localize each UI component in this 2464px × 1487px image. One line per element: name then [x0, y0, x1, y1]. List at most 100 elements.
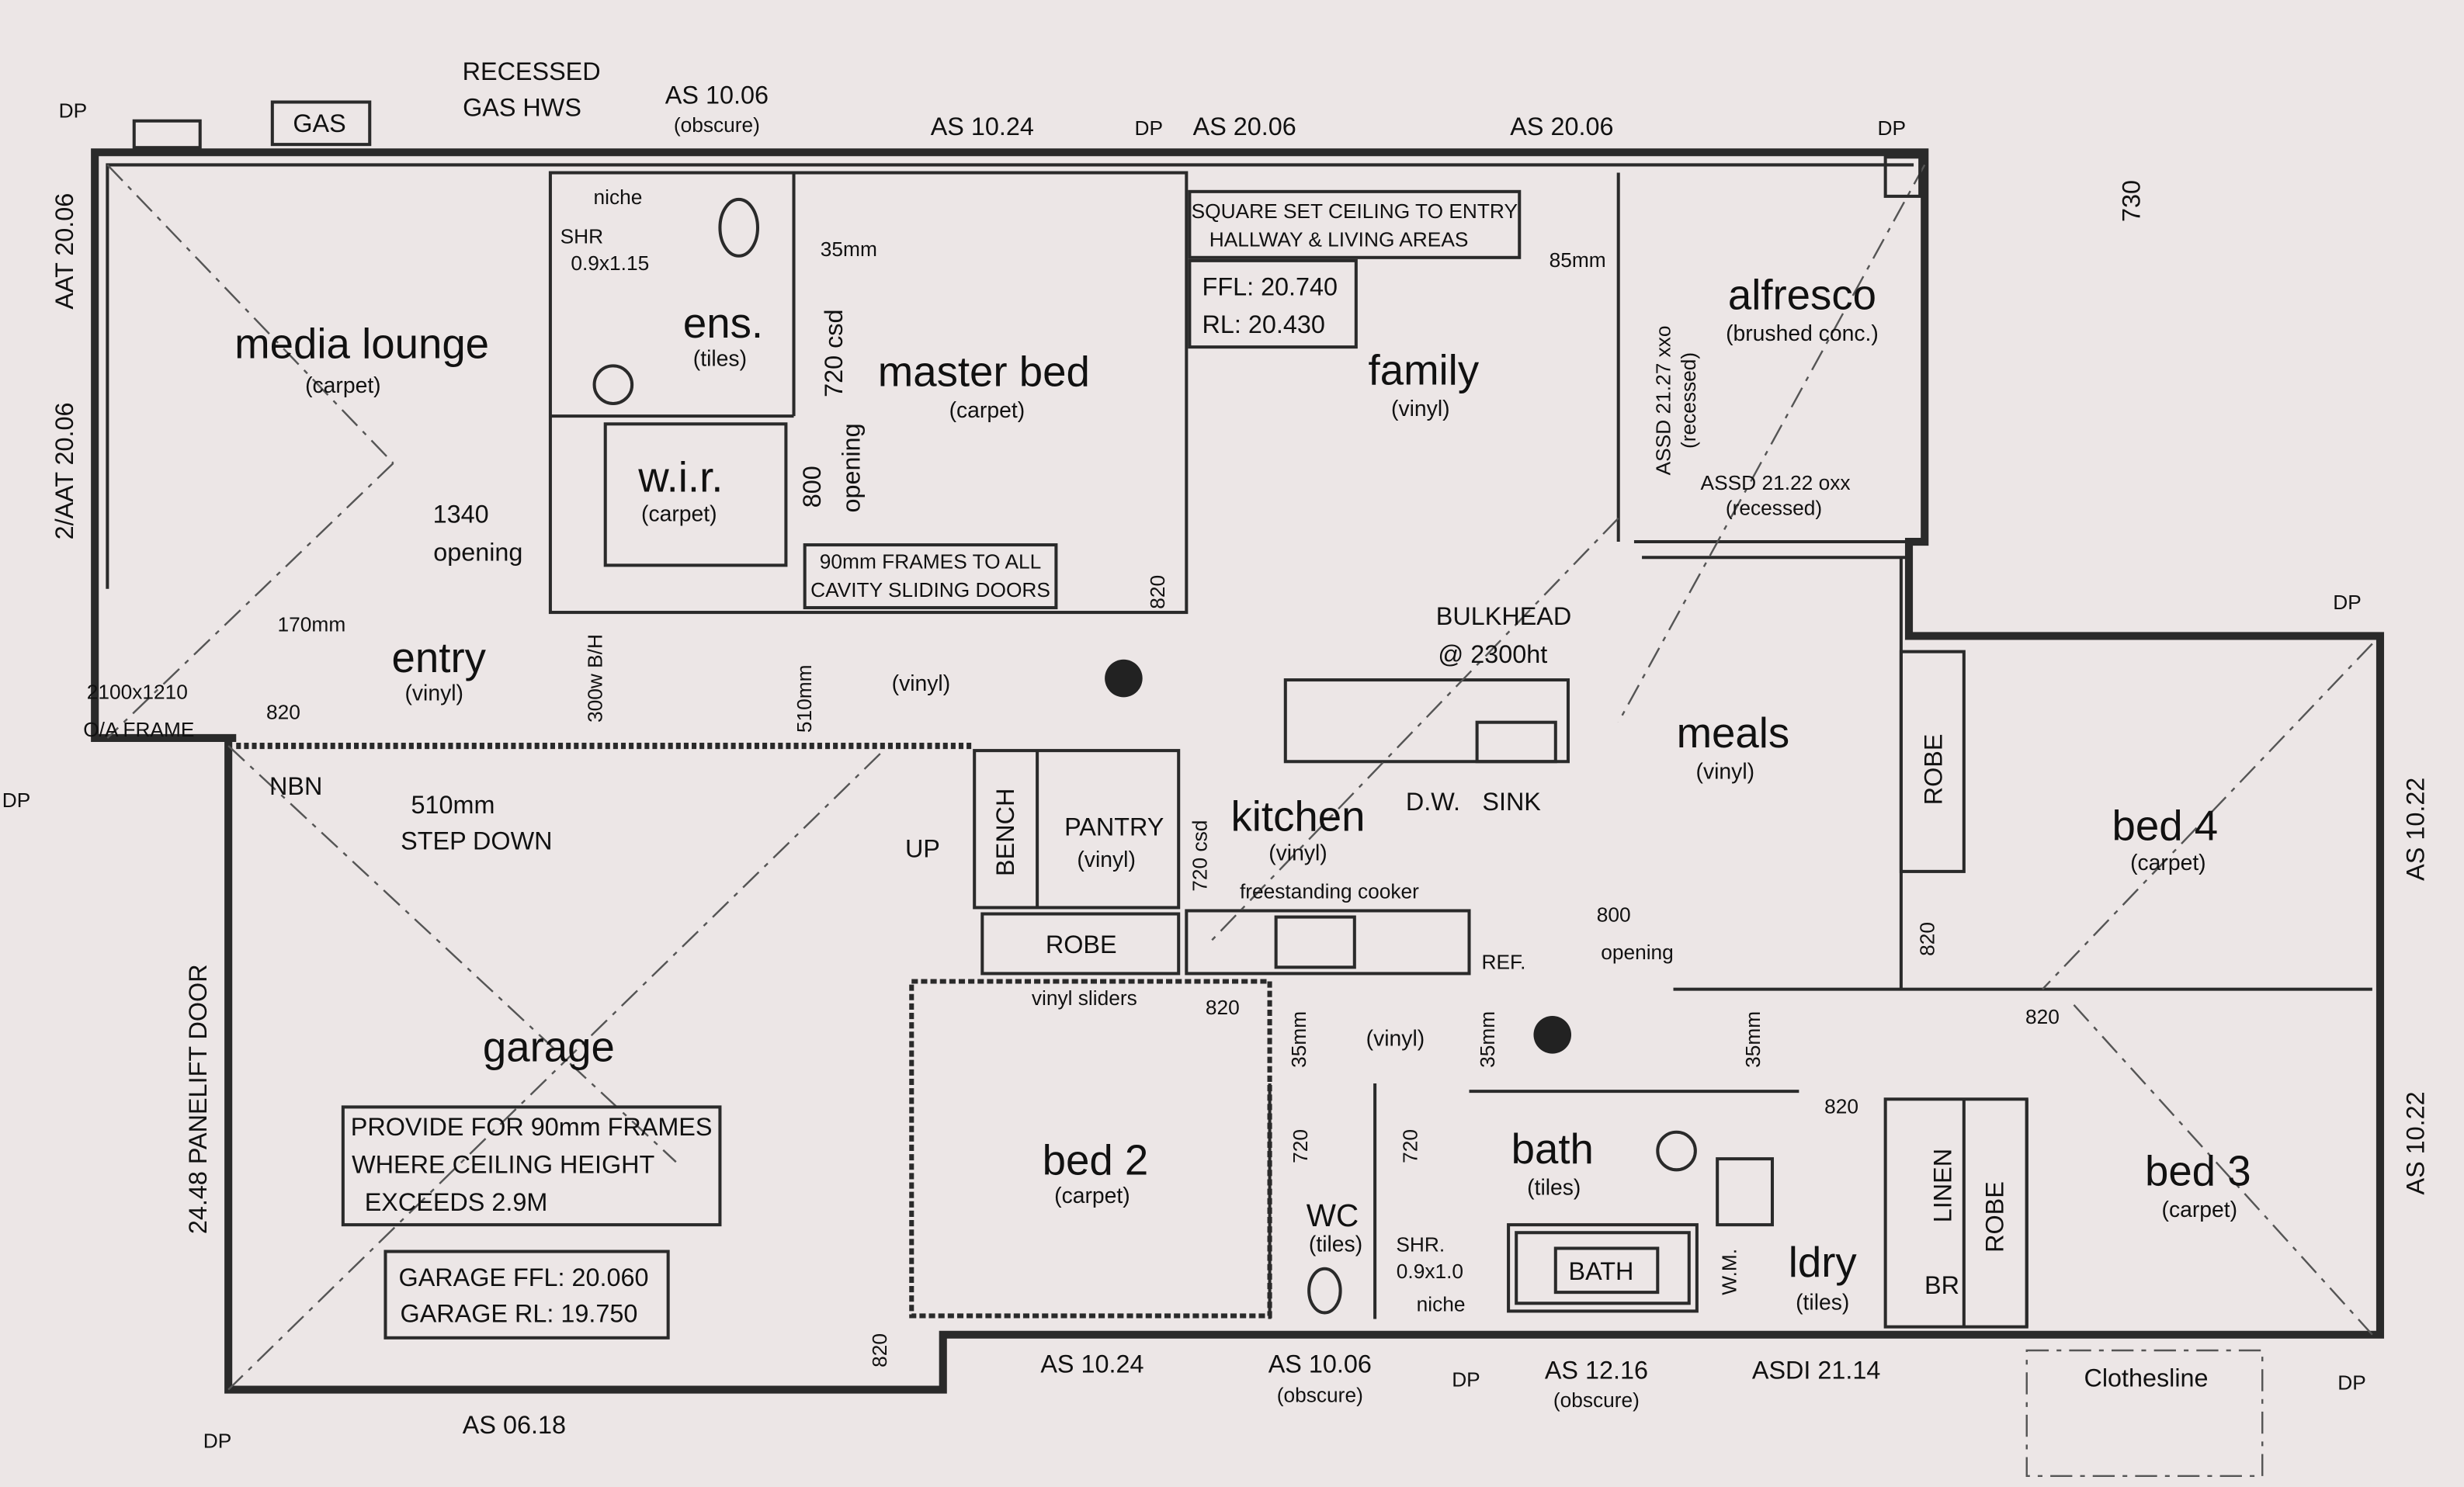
window-label: (obscure) — [1553, 1388, 1640, 1412]
window-label: AS 10.22 — [2402, 1091, 2430, 1194]
br-label: BR — [1924, 1271, 1959, 1299]
room-finish: (vinyl) — [1268, 841, 1327, 866]
dimension: opening — [837, 423, 865, 512]
bathtub-icon — [1515, 1231, 1691, 1305]
room-name: ldry — [1789, 1239, 1858, 1286]
clothesline-label: Clothesline — [2084, 1364, 2208, 1392]
shower-label: 0.9x1.0 — [1397, 1260, 1463, 1283]
downpipe-label: DP — [2333, 591, 2362, 614]
trough-icon — [1716, 1157, 1775, 1227]
roof-lines — [106, 164, 2373, 1478]
dimension: 800 — [1597, 903, 1631, 927]
garage-note: EXCEEDS 2.9M — [365, 1188, 548, 1216]
dimension: opening — [1601, 941, 1674, 964]
basin-icon — [592, 364, 634, 405]
room-name: family — [1369, 347, 1480, 394]
window-label: AS 10.24 — [1040, 1350, 1144, 1378]
dimension: 720 — [1399, 1129, 1422, 1163]
window-label: AS 10.22 — [2402, 778, 2430, 881]
sink-icon — [1475, 720, 1557, 764]
dimension: 35mm — [1476, 1011, 1499, 1068]
dimension: 820 — [266, 701, 300, 724]
shower-label: SHR — [560, 225, 604, 248]
robe-label: ROBE — [1046, 931, 1117, 958]
frame-note: 2100x1210 — [87, 680, 188, 703]
hws-label: RECESSED — [463, 57, 601, 85]
room-finish: (tiles) — [693, 346, 747, 371]
window-label: (obscure) — [1277, 1384, 1363, 1407]
room-finish: (carpet) — [641, 502, 717, 527]
garage-note: WHERE CEILING HEIGHT — [352, 1150, 654, 1178]
room-name: w.i.r. — [637, 453, 723, 501]
room-name: WC — [1307, 1198, 1359, 1233]
window-label: ASSD 21.22 oxx — [1701, 471, 1851, 494]
cooktop-icon — [1274, 915, 1356, 969]
basin-icon — [1656, 1130, 1697, 1172]
rl-note: RL: 20.430 — [1203, 310, 1325, 338]
room-name: garage — [483, 1024, 615, 1071]
gas-meter-label: GAS — [293, 109, 345, 137]
bulkhead-note: @ 2300ht — [1438, 640, 1547, 668]
dimension: 720 — [1289, 1129, 1312, 1163]
walls — [91, 148, 2385, 1394]
room-finish: (vinyl) — [892, 671, 950, 696]
garage-rl: GARAGE RL: 19.750 — [401, 1300, 638, 1328]
frames-note: CAVITY SLIDING DOORS — [810, 578, 1050, 601]
room-name: entry — [392, 634, 487, 681]
room-finish: (carpet) — [949, 398, 1026, 423]
dimension: 820 — [1146, 575, 1169, 609]
notes: GAS RECESSED GAS HWS SQUARE SET CEILING … — [83, 57, 2208, 1392]
room-name: alfresco — [1728, 272, 1876, 319]
room-name: ens. — [683, 300, 763, 347]
dimension: 820 — [2025, 1005, 2060, 1028]
dimension: 720 csd — [820, 310, 848, 397]
fridge-label: REF. — [1482, 950, 1526, 973]
room-name: master bed — [878, 348, 1090, 396]
toilet-icon — [718, 197, 760, 258]
dimension: 820 — [868, 1333, 891, 1367]
room-name: bath — [1511, 1125, 1594, 1173]
shower-label: SHR. — [1396, 1233, 1445, 1256]
toilet-icon — [1307, 1267, 1342, 1315]
downpipe-label: DP — [2337, 1371, 2366, 1395]
panelift-door-label: 24.48 PANELIFT DOOR — [184, 964, 212, 1234]
dimension-730: 730 — [2117, 180, 2145, 222]
window-labels: AS 10.06 (obscure) AS 10.24 AS 20.06 AS … — [50, 81, 2430, 1440]
dimension-labels: 35mm 85mm 170mm 510mm 720 csd 800 openin… — [2, 99, 2366, 1453]
room-name: meals — [1677, 709, 1790, 757]
downpipe-label: DP — [1877, 116, 1906, 140]
room-finish: (vinyl) — [404, 681, 463, 705]
dimension: 820 — [1206, 996, 1240, 1019]
window-label: AAT 20.06 — [50, 193, 78, 310]
room-name: bed 4 — [2112, 802, 2218, 849]
fixtures — [132, 100, 1922, 1315]
room-finish: (vinyl) — [1696, 760, 1755, 785]
window-label: AS 10.06 — [1268, 1350, 1372, 1378]
downpipe-label: DP — [2, 789, 31, 812]
cooker-label: freestanding cooker — [1240, 879, 1419, 903]
room-finish: (tiles) — [1527, 1176, 1581, 1201]
stairs-up-label: UP — [905, 835, 940, 863]
room-name: kitchen — [1230, 792, 1365, 840]
window-label: (recessed) — [1726, 497, 1822, 520]
dimension: 510mm — [793, 664, 816, 733]
room-finish: (carpet) — [1054, 1184, 1130, 1208]
fan-icon — [1533, 1016, 1572, 1054]
downpipe-label: DP — [59, 99, 88, 123]
opening-note: opening — [433, 538, 522, 566]
downpipe-label: DP — [1135, 116, 1164, 140]
dimension: 720 csd — [1189, 820, 1212, 892]
shower-label: niche — [1417, 1292, 1466, 1315]
window-label: ASDI 21.14 — [1752, 1356, 1881, 1384]
window-label: AS 20.06 — [1510, 113, 1613, 140]
window-label: AS 10.24 — [931, 113, 1034, 140]
robe-label: ROBE — [1920, 734, 1948, 806]
ffl-note: FFL: 20.740 — [1203, 272, 1338, 300]
dimension: 35mm — [1287, 1011, 1310, 1068]
dimension: 820 — [1824, 1094, 1858, 1118]
room-finish: (carpet) — [2162, 1198, 2238, 1222]
shower-label: 0.9x1.15 — [571, 251, 649, 275]
nbn-label: NBN — [269, 772, 322, 800]
window-label: AS 20.06 — [1193, 113, 1296, 140]
dimension: 35mm — [821, 237, 877, 261]
